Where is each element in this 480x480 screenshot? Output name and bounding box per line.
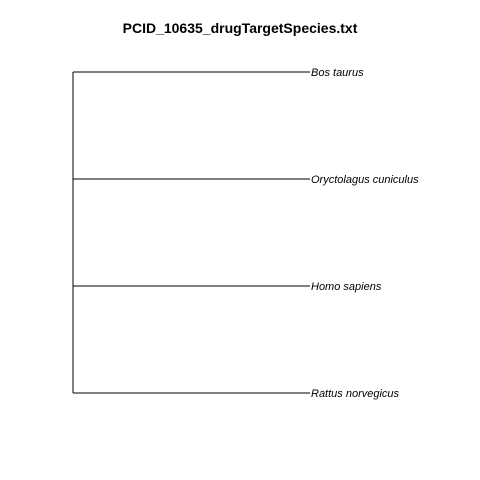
tip-label-homo-sapiens: Homo sapiens (311, 281, 382, 293)
tip-label-bos-taurus: Bos taurus (311, 67, 364, 79)
tip-label-oryctolagus-cuniculus: Oryctolagus cuniculus (311, 174, 419, 186)
tip-label-rattus-norvegicus: Rattus norvegicus (311, 388, 400, 400)
plot-title: PCID_10635_drugTargetSpecies.txt (122, 20, 358, 36)
